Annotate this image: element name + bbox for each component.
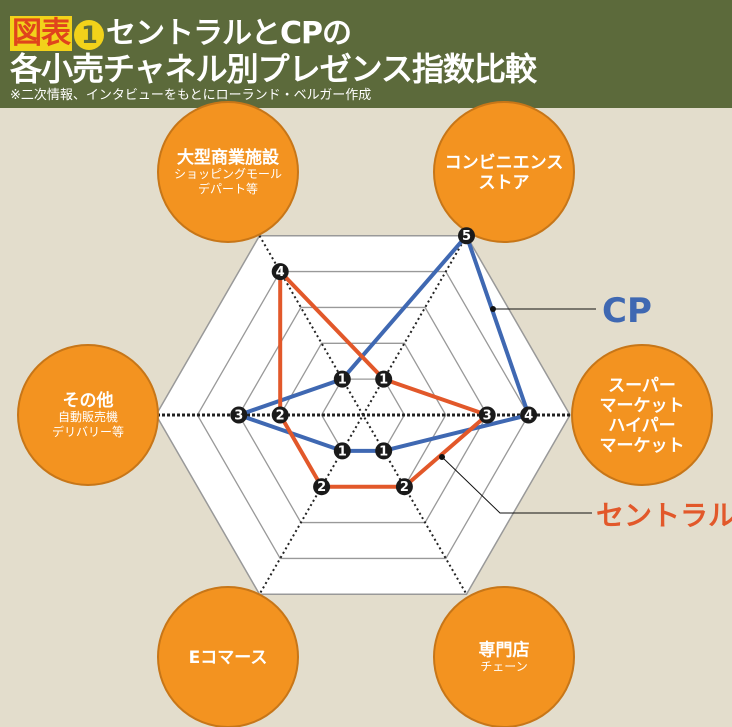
data-label: 1 — [338, 444, 347, 459]
figure-number: 1 — [74, 20, 104, 50]
category-circle — [433, 101, 575, 243]
category-circle — [571, 344, 713, 486]
data-label: 2 — [317, 480, 326, 495]
data-point — [271, 406, 289, 424]
data-label: 1 — [379, 444, 388, 459]
data-point — [395, 478, 413, 496]
data-point — [313, 478, 331, 496]
data-point — [333, 370, 351, 388]
category-circle — [17, 344, 159, 486]
category-label: デパート等 — [198, 181, 258, 196]
category-label: コンビニエンス — [445, 153, 564, 173]
category-label: マーケット — [600, 396, 685, 416]
legend-cp: CP — [602, 291, 652, 331]
category-circle — [433, 586, 575, 727]
data-point — [375, 442, 393, 460]
data-label: 2 — [276, 409, 285, 424]
category-label: 大型商業施設 — [177, 147, 280, 168]
data-point — [375, 370, 393, 388]
source-note: ※二次情報、インタビューをもとにローランド・ベルガー作成 — [10, 88, 372, 103]
data-point — [271, 263, 289, 281]
data-label: 4 — [524, 409, 533, 424]
category-label: ショッピングモール — [174, 167, 282, 181]
category-label: ストア — [479, 173, 530, 193]
data-label: 5 — [462, 229, 471, 244]
data-label: 3 — [234, 409, 243, 424]
data-point — [458, 227, 475, 245]
data-point — [478, 406, 496, 424]
data-point — [333, 442, 351, 460]
category-label: ハイパー — [608, 416, 675, 436]
category-label: チェーン — [480, 660, 527, 674]
category-label: デリバリー等 — [52, 424, 124, 439]
central-leader-line — [441, 456, 592, 514]
data-label: 1 — [379, 373, 388, 388]
data-point — [520, 406, 538, 424]
figure-tag: 図表 — [10, 16, 72, 51]
data-label: 4 — [276, 265, 285, 280]
category-4: Eコマース — [157, 586, 299, 727]
title-text-1: セントラルとCPの — [106, 16, 352, 51]
category-circle — [157, 586, 299, 727]
data-label: 3 — [483, 409, 492, 424]
data-point — [230, 406, 248, 424]
category-label: Eコマース — [189, 648, 268, 668]
category-label: マーケット — [600, 436, 685, 456]
legend-central: セントラル — [596, 499, 732, 532]
category-label: その他 — [63, 390, 114, 411]
category-label: 自動販売機 — [58, 409, 118, 424]
category-label: 専門店 — [479, 640, 530, 661]
data-label: 2 — [400, 480, 409, 495]
title-line-2: 各小売チャネル別プレゼンス指数比較 — [10, 50, 537, 88]
category-circle — [157, 101, 299, 243]
category-label: スーパー — [608, 376, 676, 396]
data-label: 1 — [338, 373, 347, 388]
